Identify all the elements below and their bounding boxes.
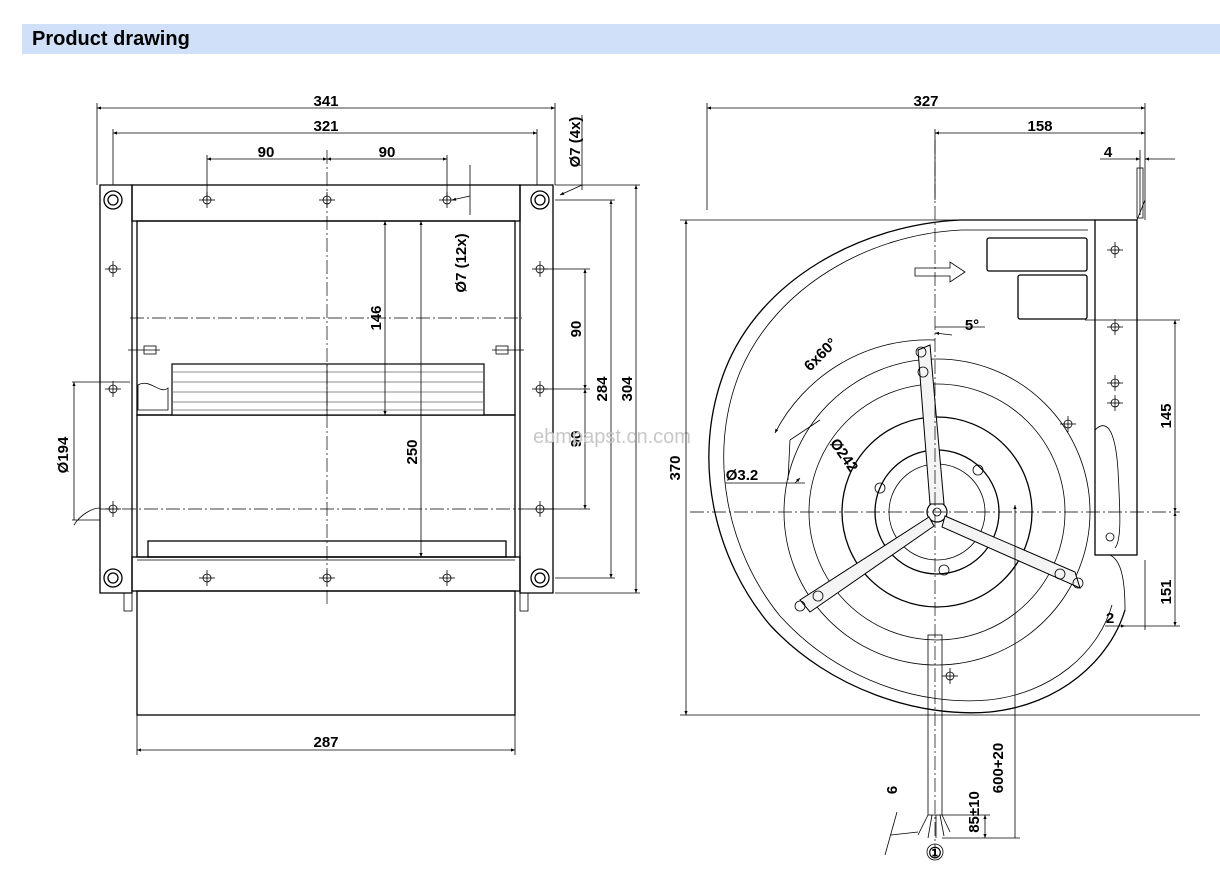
dim-angle: 5°: [965, 317, 979, 334]
dim-lead-length: 85±10: [966, 791, 983, 833]
dim-height-146: 146: [368, 305, 385, 330]
dim-hole-dia-4x: Ø7 (4x): [567, 117, 584, 168]
dim-height-250: 250: [404, 439, 421, 464]
dim-hole-dia: Ø3.2: [726, 467, 759, 484]
dim-lower-height: 151: [1158, 579, 1175, 604]
dim-upper-height: 145: [1158, 403, 1175, 428]
header-bar: Product drawing: [22, 24, 1220, 54]
dim-center-offset: 158: [1027, 118, 1052, 135]
dim-side-spacing-lower: 90: [568, 431, 585, 448]
dim-hole-dia-12x: Ø7 (12x): [453, 233, 470, 292]
dim-inner-width: 321: [313, 118, 338, 135]
dim-side-spacing-upper: 90: [568, 321, 585, 338]
dim-housing-width: 287: [313, 734, 338, 751]
dim-bolt-circle: Ø242: [826, 436, 861, 476]
watermark: ebmpapst.cn.com: [533, 426, 691, 448]
dim-height-370: 370: [667, 455, 684, 480]
dim-overall-width: 341: [313, 93, 338, 110]
dim-lead-strip: 6: [884, 786, 901, 794]
dim-hole-spacing-right: 90: [379, 144, 396, 161]
dim-height-284: 284: [594, 376, 611, 402]
dim-height-304: 304: [619, 376, 636, 402]
dim-cable-length: 600+20: [990, 743, 1007, 793]
page-title: Product drawing: [32, 28, 190, 50]
dim-hole-spacing-left: 90: [258, 144, 275, 161]
dim-flange-thickness: 4: [1104, 144, 1113, 161]
front-view: 341 321 90 90 287 Ø7 (4x) Ø7 (12x) Ø194 …: [55, 93, 640, 755]
dim-inlet-dia: Ø194: [55, 436, 72, 473]
side-view: 327 158 4 370 145 151 2 5° 6x60° Ø242 Ø3…: [667, 93, 1200, 862]
dim-gap: 2: [1106, 610, 1114, 627]
dim-side-overall-width: 327: [913, 93, 938, 110]
dim-bolt-pattern: 6x60°: [801, 335, 841, 375]
connection-ref: ①: [928, 845, 941, 862]
